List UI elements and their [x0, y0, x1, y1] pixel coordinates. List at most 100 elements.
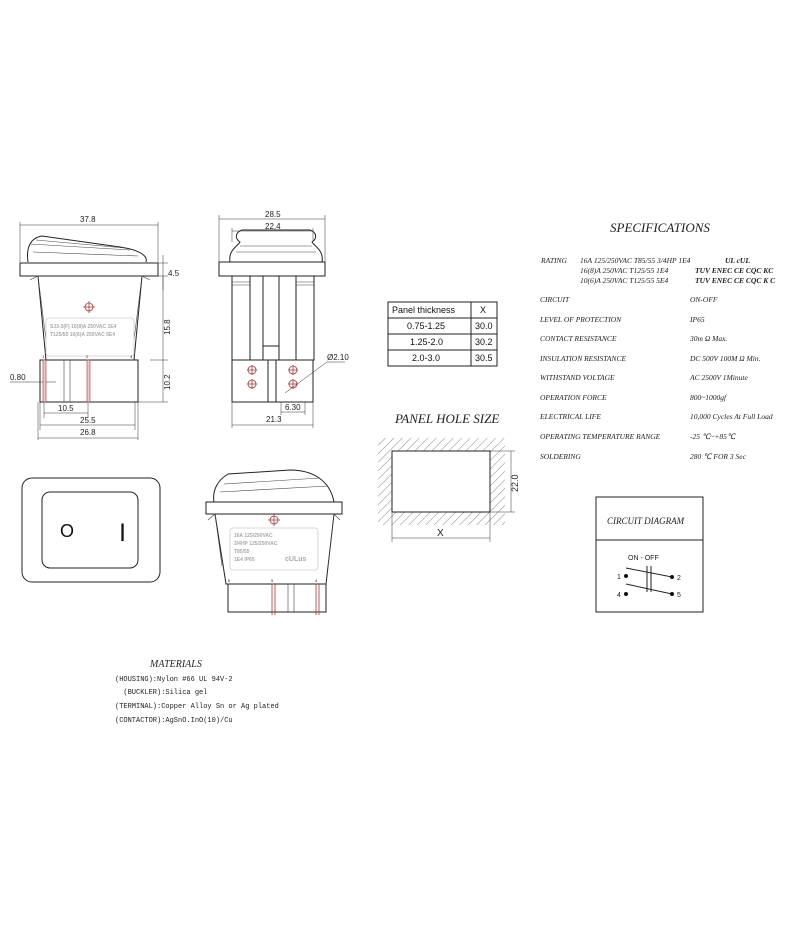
- drawing-text: X: [437, 528, 444, 539]
- drawing-text: T125/55 10(6)A 250VAC 5E4: [50, 332, 115, 338]
- drawing-text: (CONTACTOR):AgSnO.InO(10)/Cu: [115, 717, 233, 725]
- panel-thickness-table: Panel thickness X 0.75-1.25 30.0 1.25-2.…: [387, 301, 498, 367]
- drawing-text: 2: [86, 354, 89, 359]
- drawing-text: 280 ℃ FOR 3 Sec: [690, 452, 747, 461]
- drawing-text: 4: [617, 592, 621, 599]
- drawing-text: 1E4 IP65: [234, 557, 255, 563]
- specifications: SPECIFICATIONS RATING 16A 125/250VAC T85…: [539, 220, 776, 461]
- drawing-text: ELECTRICAL LIFE: [539, 412, 601, 421]
- drawing-text: 16A 125/250VAC: [234, 533, 273, 539]
- drawing-text: 800~1000gf: [690, 393, 727, 402]
- drawing-text: 1.25-2.0: [410, 337, 443, 347]
- spec-row: CONTACT RESISTANCE 30m Ω Max.: [540, 334, 727, 343]
- drawing-text: 0.80: [10, 373, 26, 382]
- side-view: 28.5 22.4 Ø2.10 6.30 21.3: [218, 210, 349, 428]
- drawing-text: X: [480, 305, 486, 315]
- drawing-text: 2.0-3.0: [412, 353, 440, 363]
- rocker-top-view: O |: [21, 477, 161, 583]
- drawing-text: 22.4: [265, 222, 281, 231]
- panel-hole-title: PANEL HOLE SIZE: [394, 411, 499, 426]
- drawing-text: 22.0: [510, 474, 520, 492]
- drawing-text: RATING: [540, 256, 568, 265]
- drawing-text: 30.5: [475, 353, 493, 363]
- drawing-text: ON - OFF: [628, 555, 659, 562]
- flange: [19, 262, 159, 277]
- materials: MATERIALS (HOUSING):Nylon #66 UL 94V-2 (…: [115, 659, 279, 725]
- drawing-text: 37.8: [80, 215, 96, 224]
- spec-row: CIRCUIT ON-OFF: [540, 295, 718, 304]
- drawing-text: 3/4HP 125/250VAC: [234, 541, 278, 547]
- on-symbol: O: [60, 521, 74, 541]
- spec-row: ELECTRICAL LIFE 10,000 Cycles At Full Loa…: [539, 412, 773, 421]
- off-symbol: |: [120, 521, 125, 541]
- front-view: SJ3-3(F) 16(8)A 250VAC 1E4 T125/55 10(6)…: [10, 215, 180, 440]
- materials-title: MATERIALS: [149, 659, 202, 670]
- drawing-text: Panel thickness: [392, 305, 456, 315]
- drawing-text: OPERATION FORCE: [540, 393, 607, 402]
- rating-label-plate: [45, 317, 135, 357]
- drawing-text: DC 500V 100M Ω Min.: [689, 354, 761, 363]
- drawing-text: 4.5: [168, 269, 180, 278]
- drawing-text: IP65: [689, 315, 705, 324]
- spec-row: OPERATING TEMPERATURE RANGE-25 ℃~+85℃: [540, 432, 737, 441]
- spec-row: LEVEL OF PROTECTION IP65: [539, 315, 705, 324]
- drawing-text: TUV ENEC CE CQC KC: [695, 266, 774, 275]
- drawing-text: 10,000 Cycles At Full Load: [690, 412, 773, 421]
- drawing-text: 16(8)A 250VAC T125/55 1E4: [580, 266, 669, 275]
- drawing-text: 10.5: [58, 404, 74, 413]
- drawing-text: SOLDERING: [540, 452, 581, 461]
- drawing-text: 2: [677, 575, 681, 582]
- boot-outline: [229, 229, 323, 263]
- circuit-diagram: CIRCUIT DIAGRAM ON - OFF 1 2 4 5: [595, 496, 704, 613]
- drawing-text: WITHSTAND VOLTAGE: [540, 373, 615, 382]
- drawing-text: 30.0: [475, 321, 493, 331]
- panel-hole-diagram: PANEL HOLE SIZE 22.0 X: [378, 411, 520, 542]
- drawing-text: 21.3: [266, 415, 282, 424]
- spec-row: WITHSTAND VOLTAGE AC 2500V 1Minute: [540, 373, 748, 382]
- terminal-holes: [247, 365, 298, 389]
- angled-front-view: 16A 125/250VAC 3/4HP 125/250VAC T85/55 1…: [205, 469, 343, 615]
- drawing-text: 1: [42, 354, 45, 359]
- drawing-text: -25 ℃~+85℃: [690, 432, 737, 441]
- drawing-text: INSULATION RESISTANCE: [539, 354, 626, 363]
- drawing-text: LEVEL OF PROTECTION: [539, 315, 622, 324]
- drawing-text: Ø2.10: [327, 353, 349, 362]
- drawing-text: 5: [271, 578, 274, 583]
- drawing-text: AC 2500V 1Minute: [689, 373, 748, 382]
- ul-mark: cULus: [285, 556, 307, 563]
- pin: [42, 359, 47, 403]
- drawing-text: ON-OFF: [690, 295, 718, 304]
- drawing-text: CONTACT RESISTANCE: [540, 334, 617, 343]
- drawing-text: CIRCUIT DIAGRAM: [607, 516, 685, 526]
- drawing-text: 30m Ω Max.: [689, 334, 727, 343]
- specifications-title: SPECIFICATIONS: [610, 220, 710, 235]
- flange: [205, 501, 343, 515]
- drawing-text: 6: [228, 578, 231, 583]
- drawing-text: 25.5: [80, 416, 96, 425]
- boot-outline: [27, 235, 147, 263]
- spec-row: INSULATION RESISTANCE DC 500V 100M Ω Min.: [539, 354, 761, 363]
- drawing-text: 0.75-1.25: [407, 321, 445, 331]
- drawing-text: 30.2: [475, 337, 493, 347]
- drawing-text: CIRCUIT: [540, 295, 570, 304]
- drawing-text: (TERMINAL):Copper Alloy Sn or Ag plated: [115, 703, 279, 711]
- drawing-text: 3: [130, 354, 133, 359]
- drawing-text: T85/55: [234, 549, 250, 555]
- drawing-text: SJ3-3(F) 16(8)A 250VAC 1E4: [50, 324, 117, 330]
- drawing-text: 15.8: [163, 319, 172, 335]
- drawing-text: 16A 125/250VAC T85/55 3/4HP 1E4: [580, 256, 691, 265]
- pin: [86, 359, 91, 403]
- drawing-text: UL cUL: [725, 256, 750, 265]
- spec-row: OPERATION FORCE 800~1000gf: [540, 393, 727, 402]
- drawing-text: 28.5: [265, 210, 281, 219]
- drawing-text: 26.8: [80, 428, 96, 437]
- drawing-text: 5: [677, 592, 681, 599]
- drawing-text: 10(6)A 250VAC T125/55 5E4: [580, 276, 669, 285]
- drawing-text: 6.30: [285, 403, 301, 412]
- drawing-text: (HOUSING):Nylon #66 UL 94V-2: [115, 676, 233, 684]
- drawing-text: 1: [617, 574, 621, 581]
- flange: [218, 261, 326, 277]
- drawing-text: (BUCKLER):Silica gel: [115, 689, 207, 697]
- drawing-text: 4: [315, 578, 318, 583]
